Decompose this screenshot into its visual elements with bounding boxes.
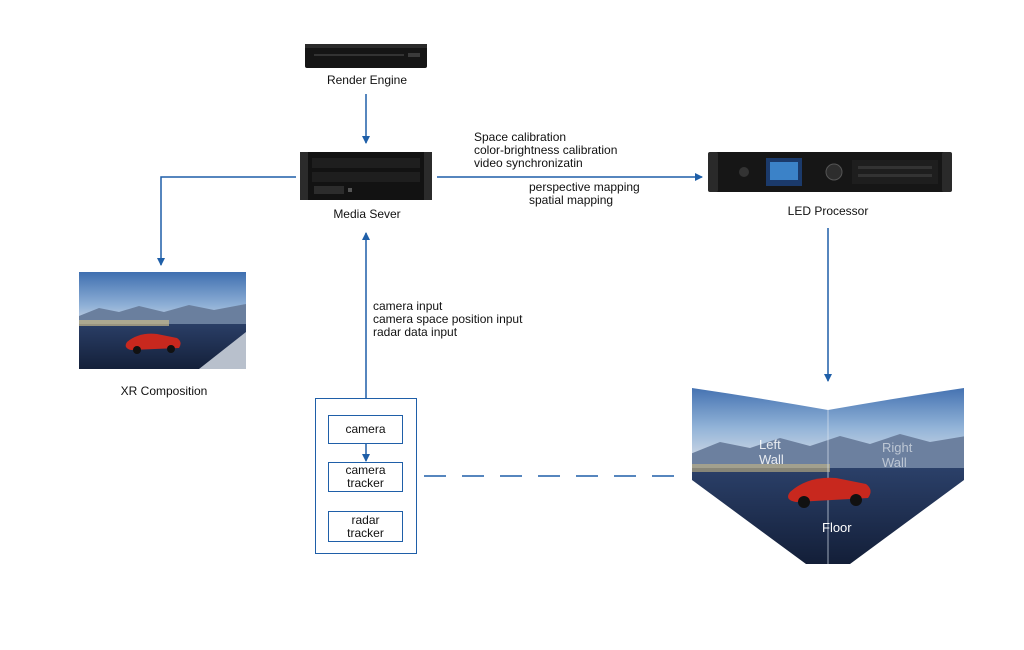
- input-line: radar data input: [373, 325, 458, 339]
- camera-tracker-node: camera tracker: [328, 462, 403, 492]
- race-car-icon: [125, 333, 181, 354]
- camera-tracker-line: tracker: [347, 476, 384, 490]
- mapping-line: spatial mapping: [529, 193, 614, 207]
- radar-tracker-line: radar: [351, 512, 380, 527]
- left-wall-line: Wall: [759, 452, 784, 467]
- media-server-label: Media Sever: [333, 207, 401, 221]
- render-engine-label: Render Engine: [326, 73, 408, 87]
- calibration-text-block: Space calibration color-brightness calib…: [474, 131, 617, 170]
- tracking-group-box: [315, 398, 417, 554]
- camera-node-label: camera: [345, 422, 386, 436]
- floor-label: Floor: [822, 520, 852, 535]
- mapping-text-block: perspective mapping spatial mapping: [529, 181, 640, 207]
- led-processor-label: LED Processor: [787, 204, 869, 218]
- left-wall-label: Left Wall: [759, 437, 784, 467]
- calibration-line: Space calibration: [474, 130, 567, 144]
- inputs-text-block: camera input camera space position input…: [373, 300, 522, 339]
- right-wall-line: Wall: [882, 455, 907, 470]
- left-wall-line: Left: [759, 437, 781, 452]
- led-stage-image: [692, 388, 964, 564]
- radar-tracker-node: radar tracker: [328, 511, 403, 542]
- radar-tracker-line: tracker: [347, 525, 384, 540]
- race-car-icon: [788, 477, 871, 508]
- calibration-line: color-brightness calibration: [474, 143, 618, 157]
- led-processor-device-icon: [708, 152, 952, 192]
- input-line: camera space position input: [373, 312, 523, 326]
- right-wall-line: Right: [882, 440, 913, 455]
- input-line: camera input: [373, 299, 443, 313]
- camera-tracker-line: camera: [345, 463, 386, 477]
- arrow-media-to-xr: [157, 176, 296, 266]
- right-wall-label: Right Wall: [882, 440, 912, 470]
- camera-node: camera: [328, 415, 403, 444]
- render-engine-device-icon: [305, 44, 427, 68]
- calibration-line: video synchronizatin: [474, 156, 583, 170]
- media-server-device-icon: [300, 152, 432, 200]
- mapping-line: perspective mapping: [529, 180, 640, 194]
- xr-composition-image: [79, 272, 246, 369]
- xr-composition-label: XR Composition: [120, 384, 208, 398]
